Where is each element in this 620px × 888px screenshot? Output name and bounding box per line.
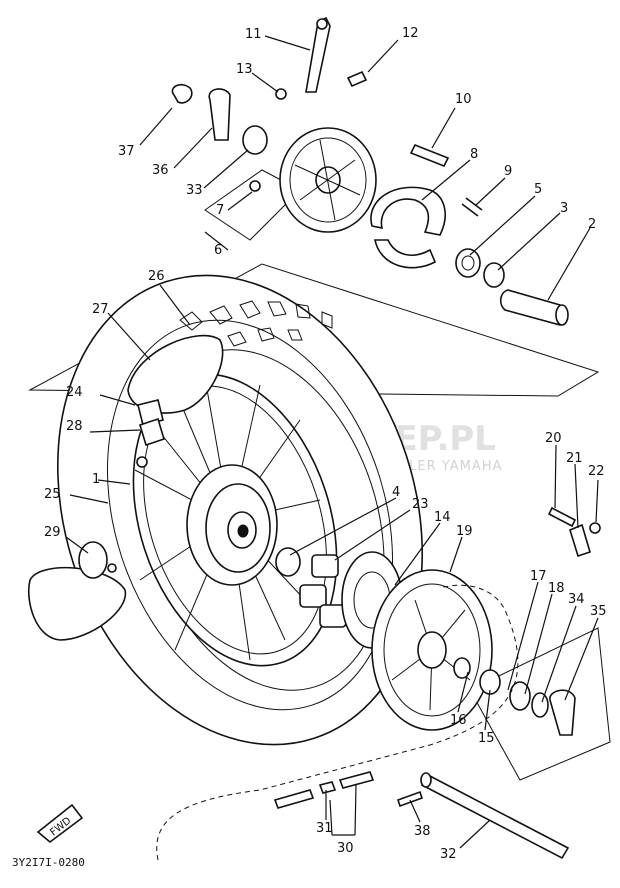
label-37: 37 (118, 144, 135, 159)
label-29: 29 (44, 525, 61, 540)
brake-panel (279, 127, 377, 233)
label-28: 28 (66, 419, 83, 434)
label-18: 18 (548, 581, 565, 596)
label-17: 17 (530, 569, 547, 584)
label-12: 12 (402, 26, 419, 41)
brake-shoes (370, 186, 446, 269)
axle-side-parts (453, 657, 576, 736)
label-10: 10 (455, 92, 472, 107)
brake-camshaft-lever (305, 16, 331, 93)
label-8: 8 (470, 147, 478, 162)
fwd-arrow-icon: FWD (36, 803, 84, 844)
label-19: 19 (456, 524, 473, 539)
rear-sprocket (371, 569, 493, 731)
label-9: 9 (504, 164, 512, 179)
leader-lines (65, 35, 599, 849)
chain-adjuster (547, 506, 601, 558)
tube-and-rim-band (127, 334, 224, 468)
label-34: 34 (568, 592, 585, 607)
label-21: 21 (566, 451, 583, 466)
label-11: 11 (245, 27, 262, 42)
label-1: 1 (92, 472, 100, 487)
label-26: 26 (148, 269, 165, 284)
label-38: 38 (414, 824, 431, 839)
label-6: 6 (214, 243, 222, 258)
label-23: 23 (412, 497, 429, 512)
rear-axle (396, 772, 570, 860)
drive-chain (156, 584, 519, 861)
label-33: 33 (186, 183, 203, 198)
label-24: 24 (66, 385, 83, 400)
label-22: 22 (588, 464, 605, 479)
label-36: 36 (152, 163, 169, 178)
label-2: 2 (588, 217, 596, 232)
label-35: 35 (590, 604, 607, 619)
small-hardware (171, 70, 569, 326)
sprocket-group-outline (469, 627, 611, 781)
label-13: 13 (236, 62, 253, 77)
sprocket-hub-and-dampers (275, 547, 403, 649)
label-30: 30 (337, 841, 354, 856)
part-labels: 11 12 13 10 37 36 33 8 9 7 5 3 6 2 26 27… (44, 26, 607, 862)
label-15: 15 (478, 731, 495, 746)
label-16: 16 (450, 713, 467, 728)
label-7: 7 (216, 203, 224, 218)
label-14: 14 (434, 510, 451, 525)
label-32: 32 (440, 847, 457, 862)
drawing-code: 3Y2I7I-0280 (12, 856, 85, 869)
label-20: 20 (545, 431, 562, 446)
rear-hub (186, 464, 278, 586)
label-5: 5 (534, 182, 542, 197)
label-3: 3 (560, 201, 568, 216)
label-25: 25 (44, 487, 61, 502)
label-31: 31 (316, 821, 333, 836)
label-27: 27 (92, 302, 109, 317)
label-4: 4 (392, 485, 400, 500)
